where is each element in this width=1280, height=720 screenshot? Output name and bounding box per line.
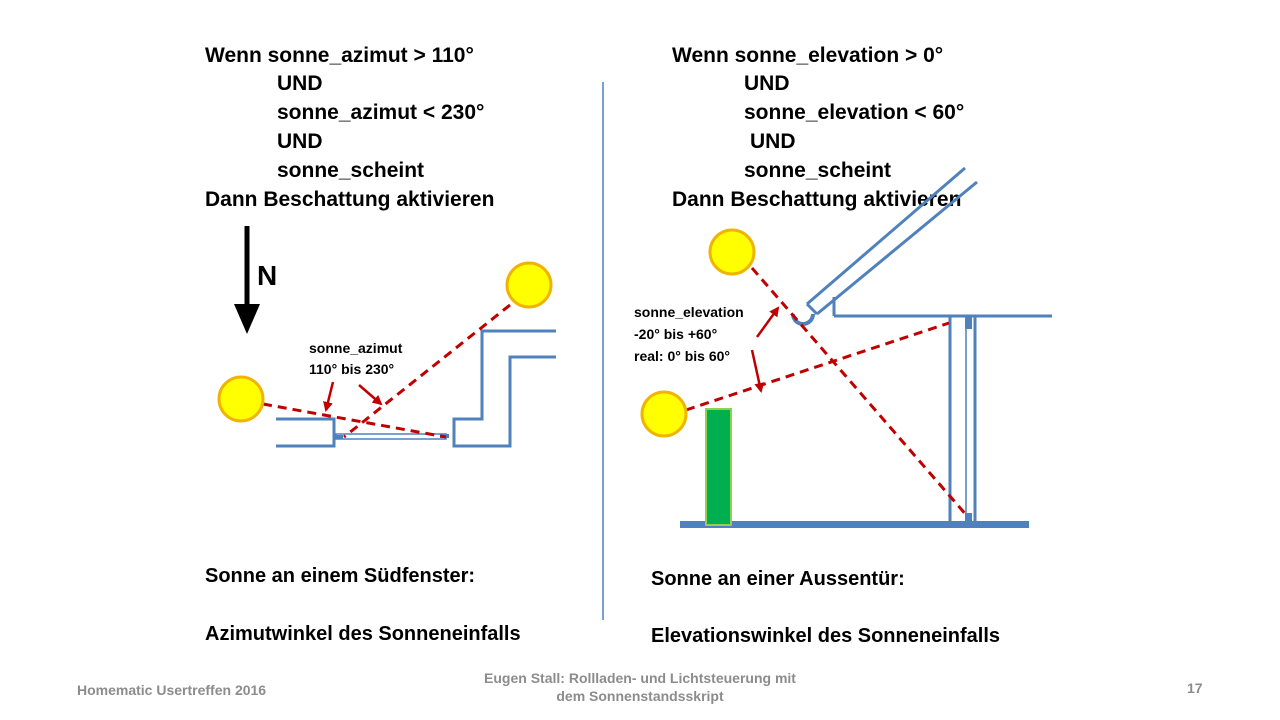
sun-icon-left-low (217, 375, 265, 423)
left-condition-line-3: sonne_azimut < 230° (277, 101, 485, 124)
right-condition-line-3: sonne_elevation < 60° (744, 101, 965, 124)
azimut-pointer-arrows (323, 381, 383, 412)
left-caption-title: Sonne an einem Südfenster: (205, 565, 476, 587)
azimut-range-label: 110° bis 230° (309, 361, 395, 377)
left-condition-line-4: UND (277, 130, 323, 153)
left-condition-line-2: UND (277, 72, 323, 95)
left-condition-line-1: Wenn sonne_azimut > 110° (205, 44, 474, 67)
sun-icon-right-high (708, 228, 756, 276)
elevation-rays (685, 267, 970, 518)
green-obstacle (705, 408, 732, 526)
page-number: 17 (1187, 680, 1203, 696)
north-arrow-icon (234, 226, 260, 334)
azimut-label: sonne_azimut (309, 340, 403, 356)
door-frame (832, 297, 1052, 525)
roof-awning (805, 166, 978, 316)
right-condition-line-6: Dann Beschattung aktivieren (672, 188, 962, 211)
elevation-real-range-label: real: 0° bis 60° (634, 348, 731, 364)
left-condition-line-5: sonne_scheint (277, 159, 425, 182)
right-caption-title: Sonne an einer Aussentür: (651, 568, 905, 590)
sun-icon-right-low (640, 390, 688, 438)
footer-author-title: Eugen Stall: Rollladen- und Lichtsteueru… (440, 669, 840, 705)
footer-author-line-1: Eugen Stall: Rollladen- und Lichtsteueru… (484, 670, 796, 686)
right-condition-line-5: sonne_scheint (744, 159, 892, 182)
elevation-label: sonne_elevation (634, 304, 744, 320)
footer-author-line-2: dem Sonnenstandsskript (556, 688, 724, 704)
right-caption-subtitle: Elevationswinkel des Sonneneinfalls (651, 625, 1000, 647)
sun-icon-left-high (505, 261, 553, 309)
azimut-rays (262, 303, 511, 439)
right-condition-line-4: UND (750, 130, 796, 153)
ground-floor (680, 521, 1029, 528)
right-condition-line-2: UND (744, 72, 790, 95)
elevation-pointer-arrows (750, 306, 780, 393)
north-label: N (257, 260, 278, 291)
footer-event-name: Homematic Usertreffen 2016 (77, 682, 267, 698)
right-condition-line-1: Wenn sonne_elevation > 0° (672, 44, 944, 67)
elevation-range-label: -20° bis +60° (634, 326, 718, 342)
left-condition-line-6: Dann Beschattung aktivieren (205, 188, 495, 211)
left-caption-subtitle: Azimutwinkel des Sonneneinfalls (205, 623, 521, 645)
